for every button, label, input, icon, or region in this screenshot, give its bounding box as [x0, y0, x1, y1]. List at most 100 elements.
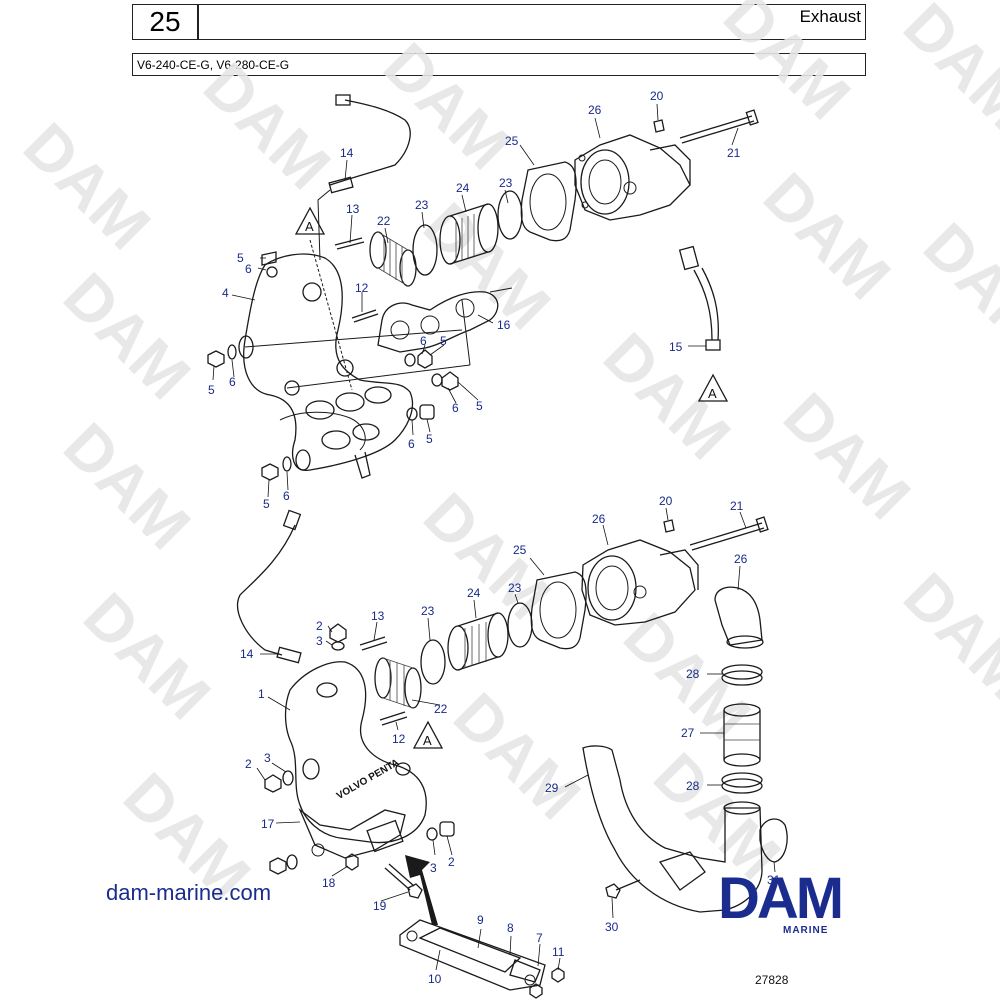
- website-link[interactable]: dam-marine.com: [106, 880, 272, 905]
- part-labels: 14 13 22 23 24 23 25 26 20 21 5 6 4 12 1…: [208, 89, 781, 986]
- pipe-24-top: [439, 203, 499, 265]
- label-20: 20: [659, 494, 673, 508]
- reference-triangles: A A A: [294, 206, 729, 749]
- connector-27: [723, 703, 761, 767]
- label-5: 5: [426, 432, 433, 446]
- label-5: 5: [208, 383, 215, 397]
- logo-subtext: MARINE: [783, 925, 829, 936]
- model-line: V6-240-CE-G, V6-280-CE-G: [132, 53, 866, 76]
- label-6: 6: [452, 401, 459, 415]
- label-23: 23: [499, 176, 513, 190]
- gasket-16: [377, 291, 499, 353]
- label-11: 11: [552, 945, 565, 959]
- seal-ring-23b: [497, 190, 523, 240]
- label-3: 3: [430, 861, 437, 875]
- label-7: 7: [536, 931, 543, 945]
- label-16: 16: [497, 318, 511, 332]
- label-22: 22: [377, 214, 391, 228]
- ref-triangle-a3: [412, 720, 444, 749]
- svg-text:DAM: DAM: [190, 49, 344, 203]
- svg-text:DAM: DAM: [890, 0, 1000, 143]
- flange-gasket-25b: [530, 571, 587, 650]
- label-12: 12: [355, 281, 369, 295]
- gasket-31: [759, 818, 788, 863]
- label-21: 21: [730, 499, 744, 513]
- label-26: 26: [592, 512, 606, 526]
- svg-text:DAM: DAM: [50, 259, 204, 413]
- label-13: 13: [346, 202, 360, 216]
- svg-text:DAM: DAM: [910, 209, 1000, 363]
- label-23: 23: [421, 604, 435, 618]
- label-6: 6: [229, 375, 236, 389]
- label-2: 2: [245, 757, 252, 771]
- svg-text:DAM: DAM: [750, 159, 904, 313]
- svg-text:DAM: DAM: [370, 29, 524, 183]
- label-1: 1: [258, 687, 265, 701]
- label-6: 6: [420, 334, 427, 348]
- ref-triangle-a2: [697, 373, 729, 402]
- riser-17: [298, 808, 406, 859]
- seal-ring-23c: [420, 639, 446, 685]
- assembly-arrow: [405, 855, 438, 925]
- label-14: 14: [340, 146, 354, 160]
- clamp-28a: [721, 664, 763, 680]
- page-number: 25: [132, 4, 198, 40]
- label-17: 17: [261, 817, 275, 831]
- label-26: 26: [734, 552, 748, 566]
- label-20: 20: [650, 89, 664, 103]
- label-8: 8: [507, 921, 514, 935]
- label-29: 29: [545, 781, 559, 795]
- label-26: 26: [588, 103, 602, 117]
- svg-text:DAM: DAM: [718, 870, 841, 926]
- bellows-22-top: [369, 231, 417, 287]
- label-9: 9: [477, 913, 484, 927]
- label-2: 2: [316, 619, 323, 633]
- label-5: 5: [263, 497, 270, 511]
- label-5: 5: [440, 334, 447, 348]
- bellows-22-bottom: [374, 657, 422, 709]
- label-24: 24: [456, 181, 470, 195]
- label-23: 23: [415, 198, 429, 212]
- label-21: 21: [727, 146, 741, 160]
- label-30: 30: [605, 920, 619, 934]
- svg-text:DAM: DAM: [70, 579, 224, 733]
- seal-ring-23a: [412, 224, 438, 276]
- elbow-26-bottom: [581, 539, 699, 626]
- svg-text:DAM: DAM: [590, 319, 744, 473]
- hose-elbow-26: [714, 586, 763, 646]
- sensor-connector-top: [335, 94, 351, 106]
- drawing-number: 27828: [755, 973, 789, 987]
- label-25: 25: [505, 134, 519, 148]
- sensor-body-top: [328, 176, 354, 194]
- sensor-lead-top: [317, 189, 331, 261]
- sensor-15: [678, 245, 721, 351]
- clamp-28b: [721, 772, 763, 788]
- label-22: 22: [434, 702, 448, 716]
- label-5: 5: [476, 399, 483, 413]
- exhaust-manifold-lower: [284, 661, 427, 844]
- label-28: 28: [686, 667, 700, 681]
- dam-logo: DAM: [718, 870, 844, 926]
- elbow-26-top: [574, 134, 691, 221]
- label-12: 12: [392, 732, 406, 746]
- upper-assembly: [207, 94, 759, 481]
- svg-text:DAM: DAM: [10, 109, 164, 263]
- label-10: 10: [428, 972, 442, 986]
- label-18: 18: [322, 876, 336, 890]
- label-24: 24: [467, 586, 481, 600]
- label-4: 4: [222, 286, 229, 300]
- svg-text:A: A: [305, 219, 314, 234]
- label-6: 6: [408, 437, 415, 451]
- label-6: 6: [245, 262, 252, 276]
- page-title: Exhaust: [198, 4, 866, 40]
- label-15: 15: [669, 340, 683, 354]
- svg-text:DAM: DAM: [770, 379, 924, 533]
- label-27: 27: [681, 726, 695, 740]
- svg-text:DAM: DAM: [50, 409, 204, 563]
- label-2: 2: [448, 855, 455, 869]
- svg-text:DAM: DAM: [440, 679, 594, 833]
- sensor-cable-top: [329, 99, 411, 186]
- svg-text:DAM: DAM: [710, 0, 864, 133]
- label-14: 14: [240, 647, 254, 661]
